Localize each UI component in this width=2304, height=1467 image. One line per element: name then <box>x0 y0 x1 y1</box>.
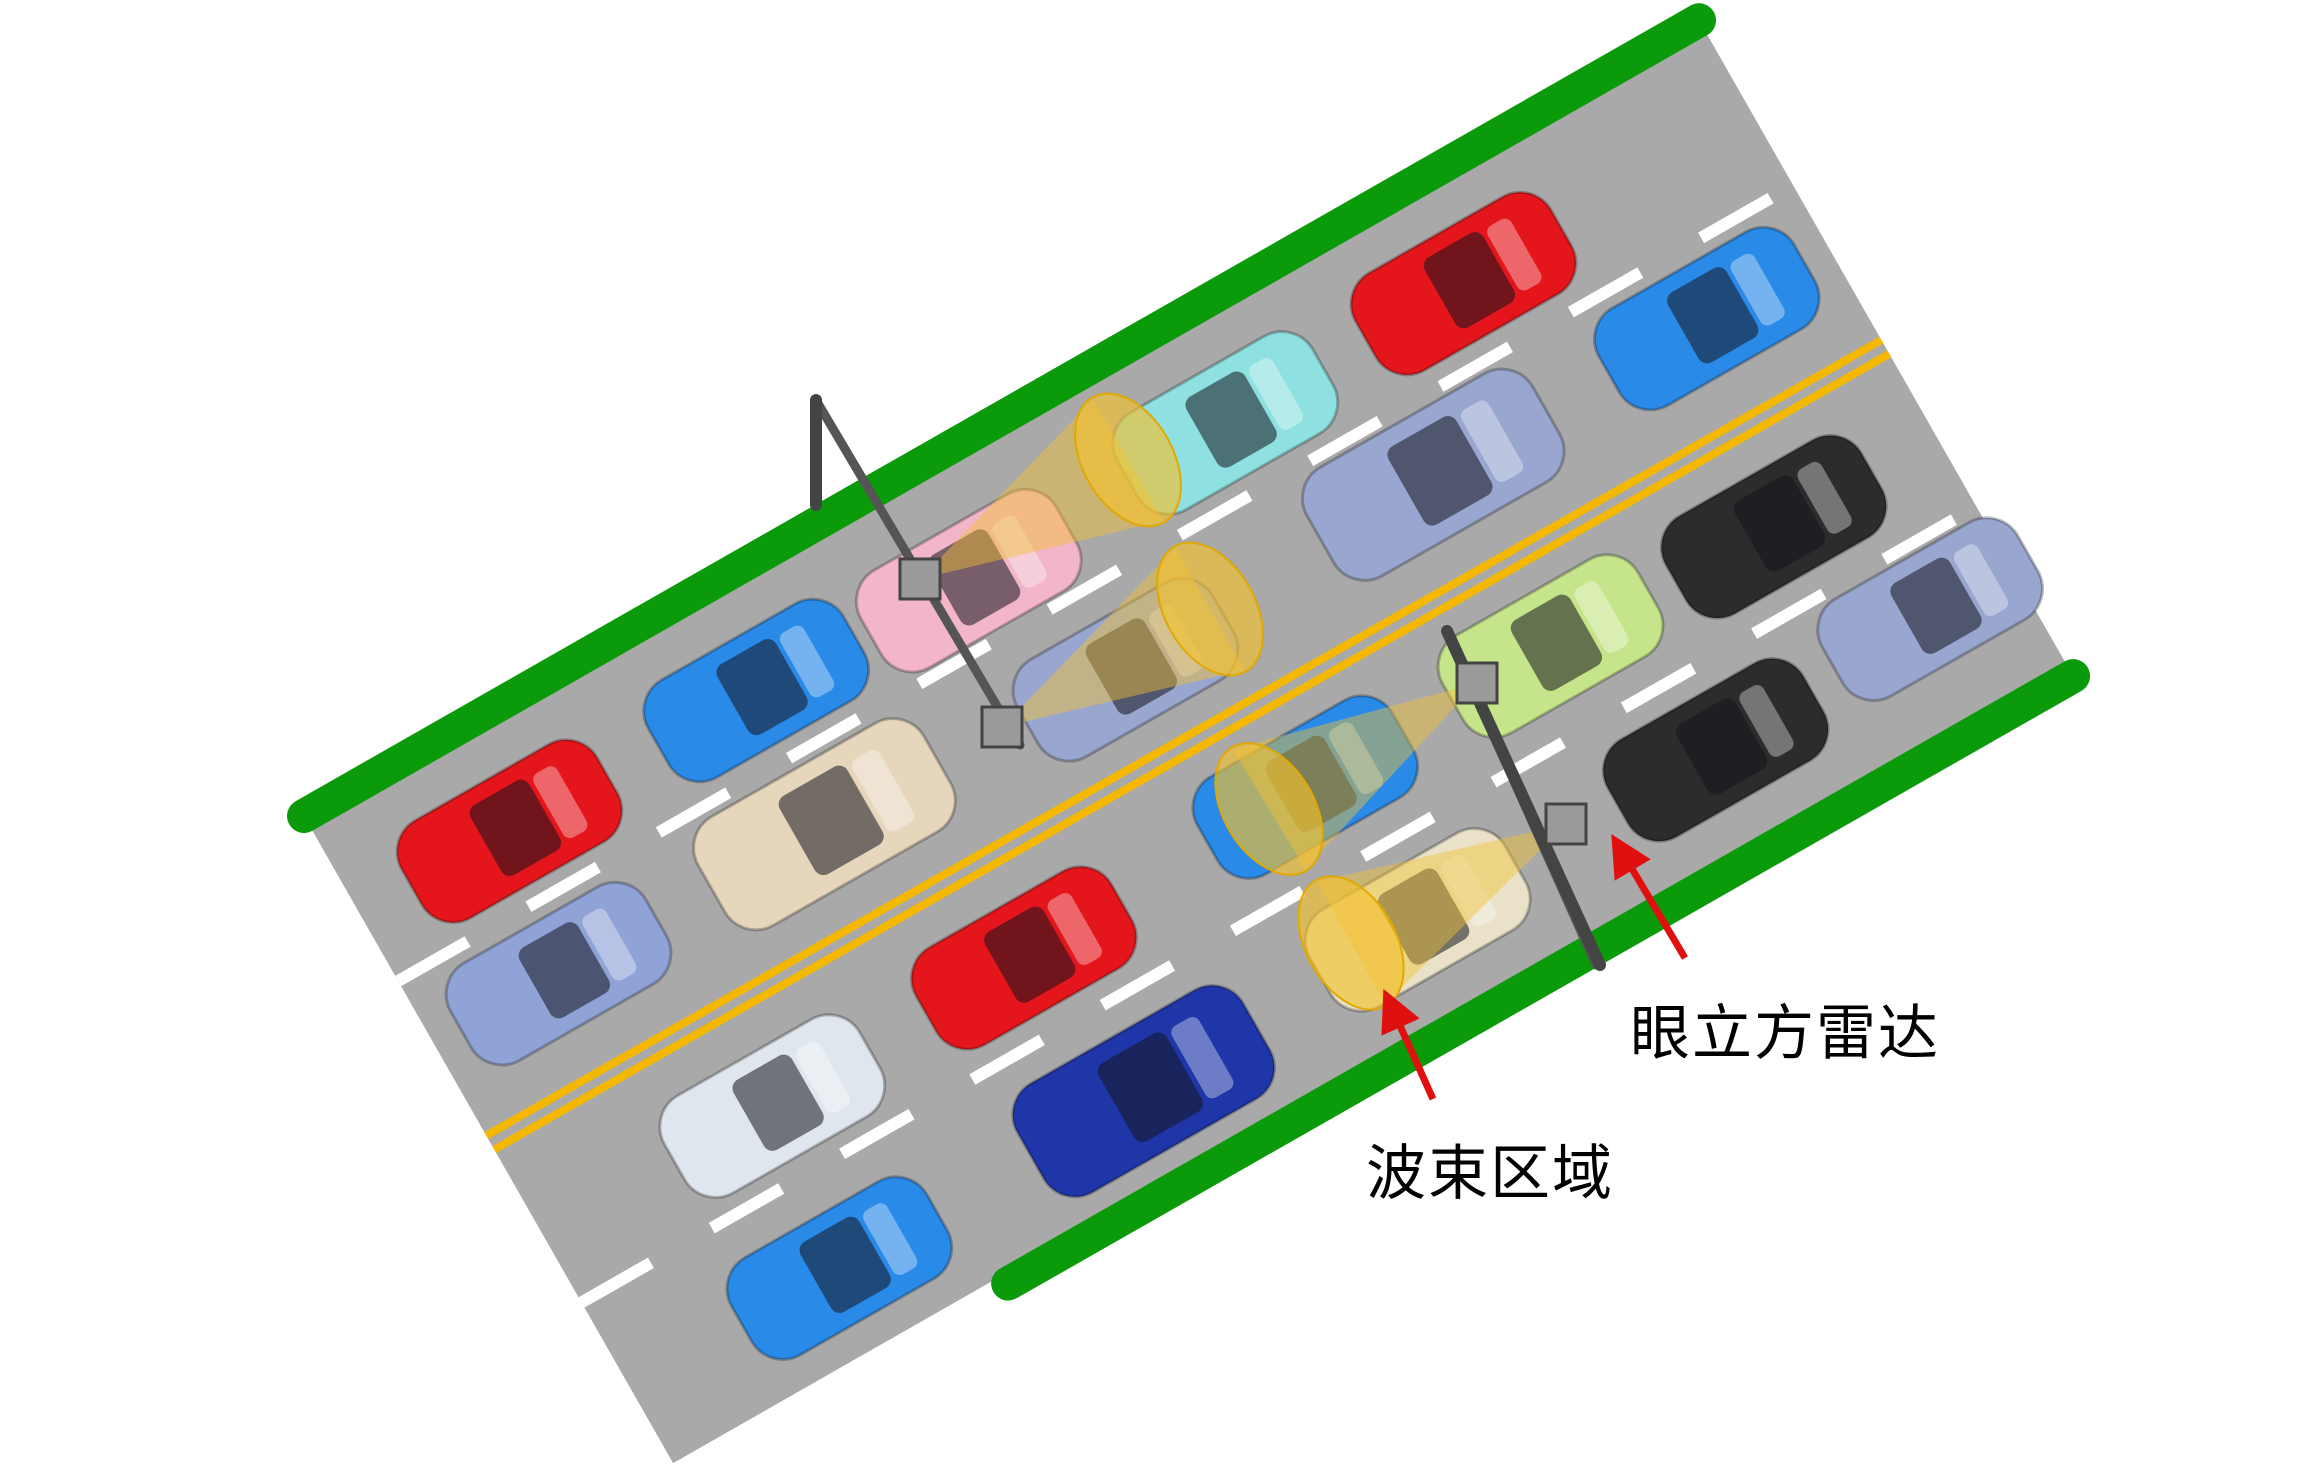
radar-pointer-arrow <box>1611 833 1689 960</box>
car <box>1816 516 2044 702</box>
car <box>1659 434 1888 620</box>
lane-dash-lower <box>578 501 1980 1308</box>
car <box>725 1175 954 1361</box>
car <box>444 880 673 1067</box>
radar-unit-icon <box>1455 661 1499 705</box>
radar-label: 眼立方雷达 <box>1630 999 1940 1069</box>
car <box>1601 657 1830 843</box>
car-windshield <box>1675 698 1768 795</box>
car <box>1300 367 1566 582</box>
car-windshield <box>928 529 1021 626</box>
car-windshield <box>469 779 562 876</box>
beam-area-label: 波束区域 <box>1366 1139 1614 1209</box>
car-windshield <box>984 906 1076 1003</box>
radar-beam <box>1297 824 1566 1011</box>
car-windshield <box>1085 618 1177 715</box>
radar-unit-icon <box>898 557 942 601</box>
car-windshield <box>1423 232 1516 329</box>
car-windshield <box>1510 594 1603 691</box>
car <box>658 1013 887 1199</box>
car-windshield <box>518 922 611 1019</box>
car-windshield <box>1377 868 1470 965</box>
car-windshield <box>799 1216 891 1313</box>
radar-beam <box>1002 541 1264 727</box>
radar-beam <box>920 392 1182 579</box>
radar-unit-icon <box>980 705 1024 749</box>
radar-unit-icon <box>1544 802 1588 846</box>
car <box>910 865 1138 1051</box>
center-line-1 <box>484 336 1884 1140</box>
car <box>1592 225 1821 412</box>
car-windshield <box>1667 267 1759 364</box>
grass-strip-bottom <box>991 659 2091 1301</box>
lane-dash-upper <box>395 180 1797 987</box>
car <box>395 738 624 924</box>
car-windshield <box>1387 416 1493 526</box>
car-windshield <box>732 1054 824 1151</box>
car-windshield <box>716 639 808 736</box>
car <box>642 597 871 784</box>
beam-pointer-arrow <box>1381 988 1437 1101</box>
radar-beam <box>1214 683 1477 876</box>
car-windshield <box>1185 371 1277 468</box>
car <box>692 717 957 932</box>
center-line-2 <box>492 350 1892 1154</box>
grass-strip-top <box>287 3 1717 833</box>
car-windshield <box>778 765 884 876</box>
car-windshield <box>1890 557 1982 654</box>
car-windshield <box>1734 475 1826 572</box>
car <box>1011 984 1276 1199</box>
car <box>854 487 1083 674</box>
car <box>1349 190 1578 377</box>
car-windshield <box>1097 1032 1203 1143</box>
